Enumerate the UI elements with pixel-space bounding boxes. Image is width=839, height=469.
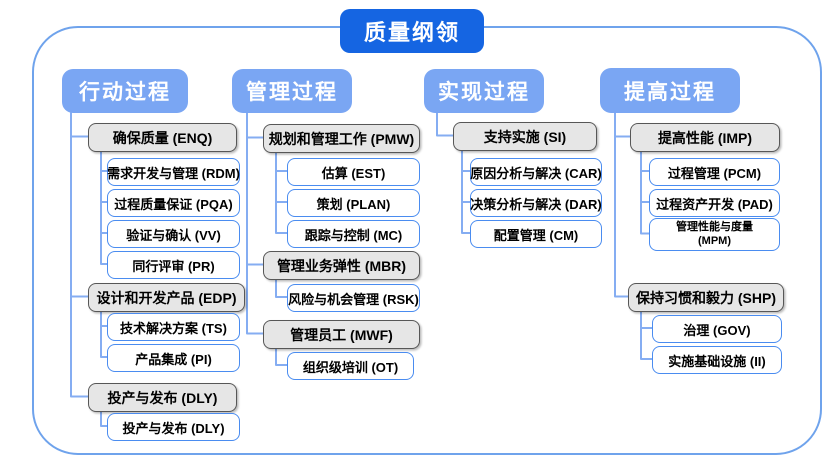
- leaf-node-mc: 跟踪与控制 (MC): [287, 220, 420, 248]
- leaf-node-pr: 同行评审 (PR): [107, 251, 240, 279]
- leaf-node-mpm: 管理性能与度量 (MPM): [649, 218, 780, 251]
- group-node-pmw: 规划和管理工作 (PMW): [263, 124, 420, 153]
- group-node-edp: 设计和开发产品 (EDP): [88, 283, 245, 312]
- leaf-node-pqa: 过程质量保证 (PQA): [107, 189, 240, 217]
- column-header-4: 提高过程: [600, 68, 740, 113]
- leaf-node-plan: 策划 (PLAN): [287, 189, 420, 217]
- group-node-shp: 保持习惯和毅力 (SHP): [628, 283, 784, 312]
- leaf-node-est: 估算 (EST): [287, 158, 420, 186]
- group-node-si: 支持实施 (SI): [453, 122, 597, 151]
- group-node-mwf: 管理员工 (MWF): [263, 320, 420, 349]
- leaf-node-dar: 决策分析与解决 (DAR): [470, 189, 602, 217]
- leaf-node-rsk: 风险与机会管理 (RSK): [287, 284, 420, 312]
- diagram-title: 质量纲领: [340, 9, 484, 53]
- leaf-node-ts: 技术解决方案 (TS): [107, 313, 240, 341]
- leaf-node-vv: 验证与确认 (VV): [107, 220, 240, 248]
- leaf-node-rdm: 需求开发与管理 (RDM): [107, 158, 240, 186]
- leaf-node-pad: 过程资产开发 (PAD): [649, 189, 780, 217]
- group-node-mbr: 管理业务弹性 (MBR): [263, 251, 420, 280]
- leaf-node-ot: 组织级培训 (OT): [287, 352, 414, 380]
- leaf-node-pcm: 过程管理 (PCM): [649, 158, 780, 186]
- leaf-node-dly: 投产与发布 (DLY): [107, 413, 240, 441]
- group-node-imp: 提高性能 (IMP): [630, 123, 780, 152]
- leaf-node-ii: 实施基础设施 (II): [652, 346, 782, 374]
- leaf-node-pi: 产品集成 (PI): [107, 344, 240, 372]
- column-header-3: 实现过程: [424, 69, 544, 113]
- leaf-node-cm: 配置管理 (CM): [470, 220, 602, 248]
- column-header-1: 行动过程: [62, 69, 188, 113]
- group-node-dly: 投产与发布 (DLY): [88, 383, 237, 412]
- column-header-2: 管理过程: [232, 69, 352, 113]
- group-node-enq: 确保质量 (ENQ): [88, 123, 237, 152]
- leaf-node-gov: 治理 (GOV): [652, 315, 782, 343]
- leaf-node-car: 原因分析与解决 (CAR): [470, 158, 602, 186]
